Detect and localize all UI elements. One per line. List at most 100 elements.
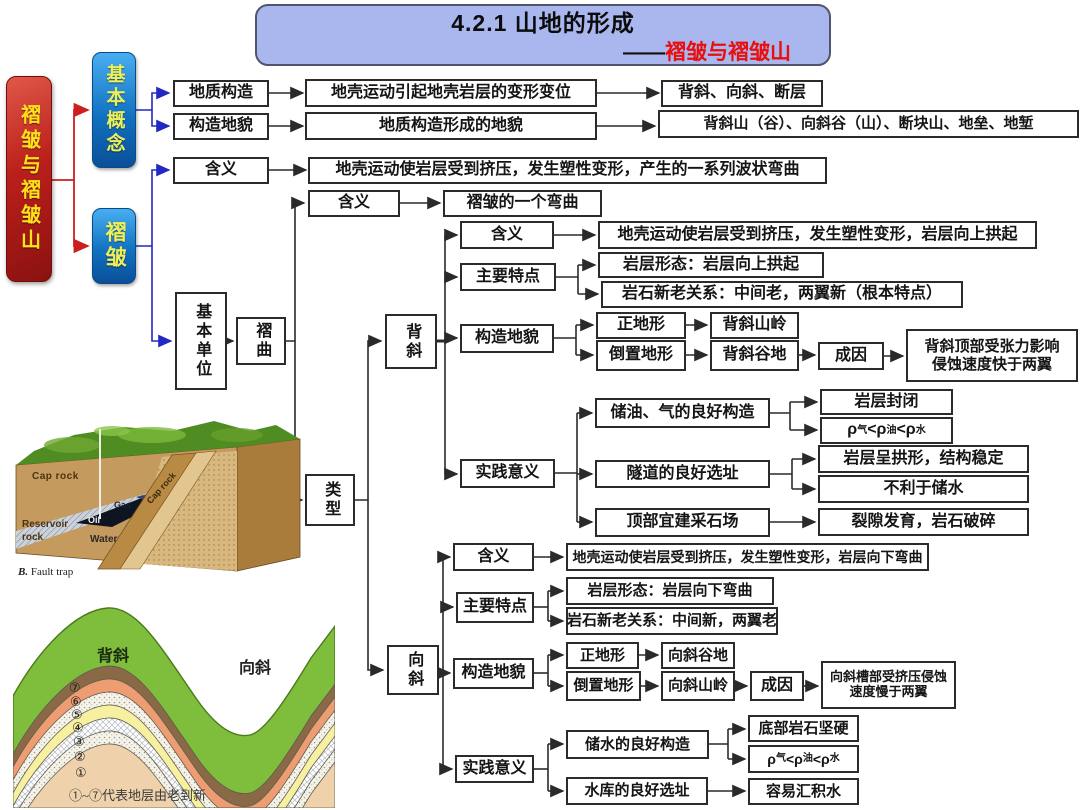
syncline-feature-age: 岩石新老关系：中间新，两翼老	[566, 607, 778, 635]
syncline-cause-line2: 速度慢于两翼	[849, 684, 928, 699]
syncline-features-label: 主要特点	[456, 592, 534, 623]
syncline-inverted-landform: 向斜山岭	[661, 671, 735, 701]
anticline-practice-tunnel: 隧道的良好选址	[595, 460, 770, 488]
syncline-water-reason1: 底部岩石坚硬	[748, 715, 859, 742]
rho-water-sub: 水	[829, 753, 840, 765]
anticline-tunnel-reason2: 不利于储水	[818, 475, 1029, 503]
anticline-features-label: 主要特点	[460, 263, 556, 291]
fault-trap-figure: Cap rock Cap rock Gas Oil Water Reservoi…	[12, 403, 304, 591]
anticline-practice-label: 实践意义	[460, 459, 555, 488]
rho-gas-sub: 气	[775, 753, 786, 765]
anticline-inverted-label: 倒置地形	[596, 340, 686, 371]
syncline-normal-landform: 向斜谷地	[661, 642, 735, 669]
reservoir-rock-label-1: Reservoir	[22, 519, 69, 530]
fold-unit-node: 褶曲	[236, 317, 286, 365]
rho-water-symbol: ρ	[821, 750, 830, 767]
syncline-practice-reservoir: 水库的良好选址	[566, 777, 708, 805]
rho-lt2: <	[896, 421, 906, 439]
syncline-practice-label: 实践意义	[455, 755, 534, 783]
syncline-feature-form: 岩层形态：岩层向下弯曲	[566, 577, 774, 605]
syncline-node: 向斜	[387, 645, 439, 695]
page-title: 4.2.1 山地的形成 ——褶皱与褶皱山	[255, 4, 831, 66]
anticline-tunnel-reason1: 岩层呈拱形，结构稳定	[818, 445, 1029, 473]
rho-oil-symbol: ρ	[794, 750, 803, 767]
fault-trap-caption-b: B.	[18, 566, 29, 578]
layer-number-3: ③	[73, 734, 85, 749]
syncline-cause-line1: 向斜槽部受挤压侵蚀	[829, 669, 947, 685]
anticline-inverted-landform: 背斜谷地	[710, 340, 799, 371]
landform-definition: 地质构造形成的地貌	[305, 112, 597, 140]
fold-cross-section-illustration	[13, 607, 335, 808]
anticline-normal-landform: 背斜山岭	[710, 312, 799, 339]
rho-water-sub: 水	[915, 424, 926, 436]
syncline-practice-water: 储水的良好构造	[566, 730, 709, 759]
syncline-cause-label: 成因	[750, 671, 804, 701]
layer-number-5: ⑤	[71, 707, 83, 722]
root-node: 褶皱与褶皱山	[6, 76, 52, 282]
gas-label: Gas	[114, 500, 132, 510]
anticline-oil-reason1: 岩层封闭	[820, 389, 953, 415]
fault-trap-caption-text: Fault trap	[28, 566, 74, 578]
landform-label: 构造地貌	[173, 113, 269, 140]
fig-anticline-label: 背斜	[97, 648, 130, 665]
layer-number-2: ②	[74, 749, 86, 764]
syncline-normal-label: 正地形	[566, 642, 639, 669]
syncline-inverted-label: 倒置地形	[566, 671, 641, 701]
layer-number-1: ①	[75, 765, 87, 780]
anticline-feature-form: 岩层形态：岩层向上拱起	[598, 252, 824, 278]
rho-gas-symbol: ρ	[767, 750, 776, 767]
oil-label: Oil	[88, 515, 101, 525]
anticline-cause-line1: 背斜顶部受张力影响	[924, 338, 1060, 356]
title-line1: 4.2.1 山地的形成	[451, 10, 635, 36]
anticline-meaning: 地壳运动使岩层受到挤压，发生塑性变形，岩层向上拱起	[598, 221, 1037, 249]
anticline-practice-quarry: 顶部宜建采石场	[595, 508, 770, 537]
anticline-feature-age: 岩石新老关系：中间老，两翼新（根本特点）	[601, 281, 963, 308]
rho-oil-sub: 油	[886, 424, 897, 436]
syncline-cause: 向斜槽部受挤压侵蚀 速度慢于两翼	[821, 661, 956, 709]
fold-figure-caption: ①~⑦代表地层由老到新	[69, 788, 207, 803]
layer-number-4: ④	[72, 720, 84, 735]
anticline-landform-label: 构造地貌	[460, 324, 554, 353]
layer-number-7: ⑦	[69, 680, 81, 695]
fold-unit-meaning-label: 含义	[308, 190, 400, 217]
rho-lt1: <	[867, 421, 877, 439]
anticline-cause-line2: 侵蚀速度快于两翼	[931, 355, 1052, 373]
anticline-cause: 背斜顶部受张力影响 侵蚀速度快于两翼	[906, 329, 1078, 382]
anticline-quarry-reason: 裂隙发育，岩石破碎	[818, 508, 1029, 536]
water-label: Water	[90, 534, 118, 545]
landform-examples: 背斜山（谷）、向斜谷（山）、断块山、地垒、地堑	[658, 110, 1079, 138]
fault-trap-illustration	[15, 421, 301, 572]
syncline-reservoir-reason: 容易汇积水	[748, 778, 859, 805]
syncline-meaning-label: 含义	[453, 543, 534, 571]
cap-rock-label: Cap rock	[32, 471, 79, 482]
syncline-landform-label: 构造地貌	[453, 658, 534, 689]
title-line2: ——褶皱与褶皱山	[257, 36, 829, 66]
title-dash: ——	[623, 41, 665, 64]
type-node: 类型	[305, 474, 355, 526]
basic-unit-node: 基本单位	[175, 292, 227, 390]
rho-lt1: <	[785, 750, 795, 767]
anticline-meaning-label: 含义	[460, 221, 554, 249]
layer-number-6: ⑥	[70, 694, 82, 709]
fold-meaning-label: 含义	[173, 157, 269, 184]
reservoir-rock-label-2: rock	[22, 532, 44, 543]
geo-structure-label: 地质构造	[173, 80, 269, 107]
anticline-normal-label: 正地形	[596, 312, 686, 339]
branch-basic-concept: 基本概念	[92, 52, 136, 168]
anticline-cause-label: 成因	[818, 342, 884, 370]
rho-lt2: <	[812, 750, 822, 767]
syncline-meaning: 地壳运动使岩层受到挤压，发生塑性变形，岩层向下弯曲	[566, 543, 929, 571]
anticline-node: 背斜	[385, 314, 437, 369]
fault-trap-caption: B. Fault trap	[18, 566, 73, 578]
rho-gas-sub: 气	[857, 424, 868, 436]
rho-gas-symbol: ρ	[847, 421, 858, 439]
rho-water-symbol: ρ	[905, 421, 916, 439]
geo-structure-definition: 地壳运动引起地壳岩层的变形变位	[305, 79, 597, 107]
rho-oil-sub: 油	[802, 753, 813, 765]
branch-fold: 褶皱	[92, 208, 136, 284]
fold-meaning: 地壳运动使岩层受到挤压，发生塑性变形，产生的一系列波状弯曲	[308, 157, 827, 184]
rho-oil-symbol: ρ	[876, 421, 887, 439]
